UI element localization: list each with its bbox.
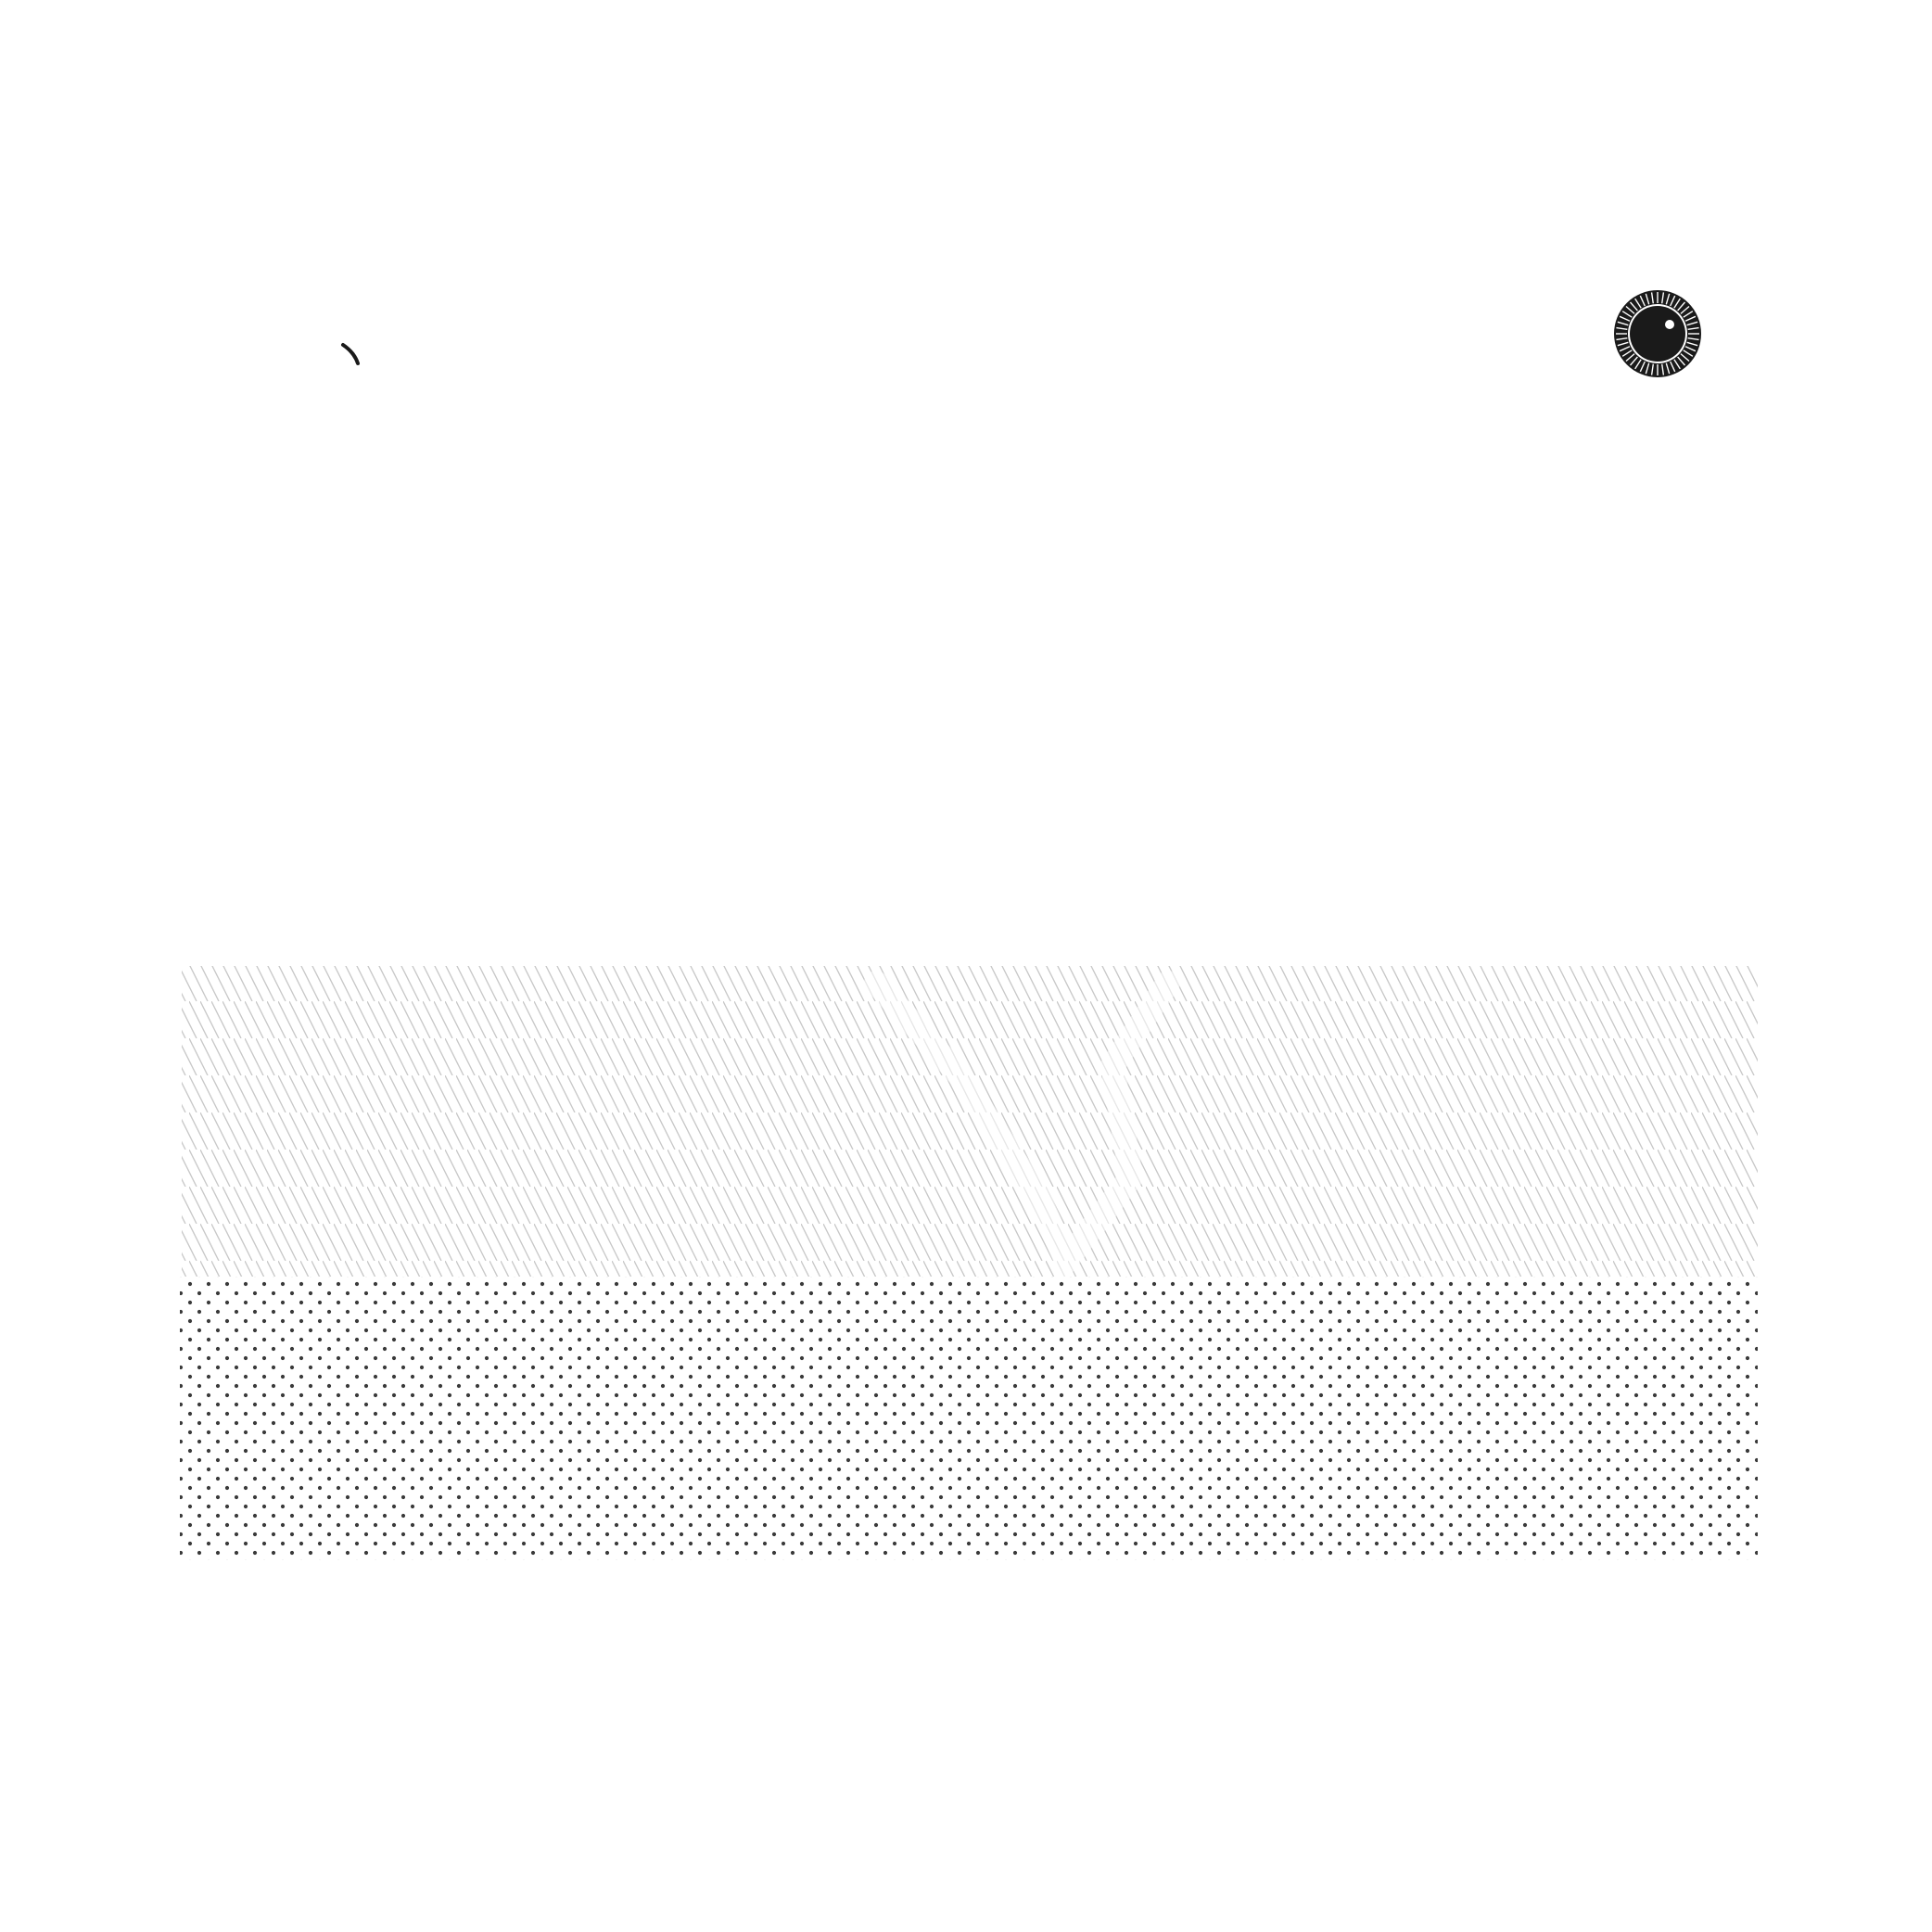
sun-glint — [1665, 320, 1674, 329]
sun-core — [1630, 306, 1685, 362]
sun-ray — [1645, 293, 1650, 305]
sun-ray — [1619, 315, 1631, 322]
sun-ray — [1634, 298, 1642, 309]
sun-ray — [1680, 353, 1690, 362]
sun-ray — [1617, 341, 1629, 347]
sun-ray — [1670, 295, 1676, 307]
sun-ray — [1616, 326, 1628, 330]
dot-grid-pattern — [180, 1277, 1758, 1560]
sun-ray — [1684, 346, 1697, 352]
sun-ray — [1686, 341, 1698, 347]
sun-ray — [1617, 321, 1629, 326]
sun-ray — [1683, 311, 1694, 318]
sun-ray — [1650, 363, 1654, 375]
brush-stroke-icon — [341, 343, 360, 365]
sun-ray — [1625, 306, 1635, 314]
sun-ray — [1616, 337, 1628, 341]
sun-ray — [1673, 359, 1681, 370]
sun-ray — [1680, 306, 1690, 314]
sun-icon — [1614, 290, 1701, 377]
sun-ray — [1686, 321, 1698, 326]
sun-ray — [1621, 350, 1633, 357]
sun-ray — [1625, 353, 1635, 362]
sun-ray — [1673, 298, 1681, 309]
sun-ray — [1639, 361, 1646, 373]
sun-ray — [1621, 311, 1633, 318]
diagonal-hatch-pattern — [182, 966, 1758, 1277]
sun-ray — [1630, 301, 1638, 311]
sun-ray — [1665, 293, 1671, 305]
sun-ray — [1687, 337, 1699, 341]
sun-ray — [1645, 362, 1650, 375]
sun-ray — [1683, 350, 1694, 357]
sun-ray — [1661, 363, 1665, 375]
sun-ray — [1687, 326, 1699, 330]
light-streak — [864, 971, 1180, 1285]
sun-ray — [1670, 361, 1676, 373]
sun-ray — [1677, 356, 1685, 366]
sun-ray — [1665, 362, 1671, 375]
sun-ray — [1650, 292, 1654, 304]
sun-ray — [1634, 359, 1642, 370]
sun-ray — [1630, 356, 1638, 366]
sun-ray — [1639, 295, 1646, 307]
sun-ray — [1619, 346, 1631, 352]
sun-ray — [1677, 301, 1685, 311]
sun-ray — [1661, 292, 1665, 304]
sun-ray — [1684, 315, 1697, 322]
